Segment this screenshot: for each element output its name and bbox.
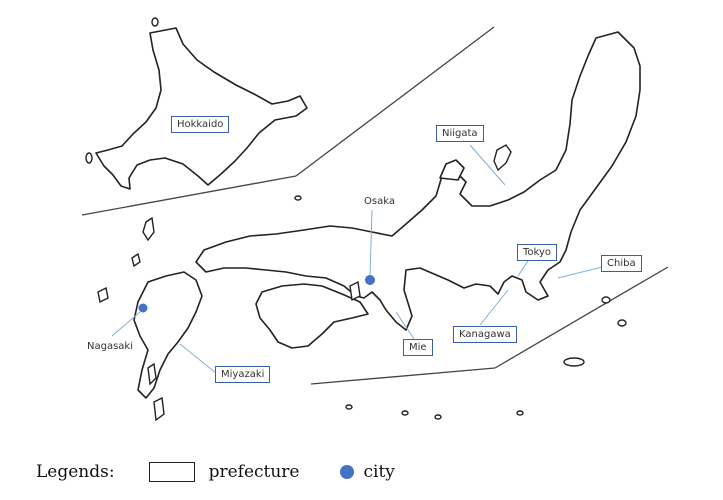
goto-islands [97, 286, 109, 304]
small-island-5 [294, 195, 302, 201]
inset-divider-south-diagonal [494, 266, 669, 369]
label-niigata: Niigata [436, 125, 484, 142]
label-mie: Mie [403, 339, 433, 356]
small-island-3 [434, 414, 442, 420]
inset-divider-south [310, 367, 496, 385]
leader-nagasaki [111, 311, 141, 337]
legend-prefecture-swatch [148, 462, 195, 482]
label-hokkaido: Hokkaido [171, 116, 230, 133]
inset-divider-north [81, 175, 297, 216]
label-kanagawa: Kanagawa [453, 326, 517, 343]
koshiki-island [147, 362, 157, 386]
honshu-landmass [195, 31, 641, 331]
shikoku-landmass [255, 283, 369, 349]
leader-niigata [469, 144, 506, 186]
city-marker-nagasaki [138, 303, 148, 313]
inset-divider-north-diagonal [295, 26, 495, 177]
small-island-2 [401, 410, 409, 416]
kyushu-landmass [133, 271, 203, 399]
label-tokyo: Tokyo [517, 244, 557, 261]
label-chiba: Chiba [601, 255, 642, 272]
hokkaido-landmass [95, 27, 308, 190]
leader-kanagawa [479, 289, 509, 326]
legend: Legends: prefecture city [36, 458, 395, 486]
legend-city-label: city [363, 462, 395, 482]
okushiri-island [85, 152, 93, 164]
izu-island-2 [601, 296, 611, 304]
legend-title: Legends: [36, 462, 115, 482]
izu-island-1 [563, 357, 585, 367]
legend-city-swatch [339, 465, 354, 479]
rishiri-island [151, 17, 159, 27]
izu-island-3 [617, 319, 627, 327]
iki-island [131, 252, 141, 268]
tsushima-island [142, 216, 155, 242]
small-island-4 [516, 410, 524, 416]
leader-mie [395, 311, 415, 340]
label-miyazaki: Miyazaki [215, 366, 271, 383]
city-marker-osaka [365, 275, 375, 285]
tanegashima-island [153, 396, 165, 422]
label-nagasaki: Nagasaki [87, 341, 133, 352]
leader-tokyo [517, 257, 531, 277]
leader-miyazaki [179, 343, 217, 374]
leader-osaka [369, 209, 373, 278]
awaji-island [349, 280, 361, 302]
sado-island [493, 144, 512, 172]
leader-chiba [557, 266, 603, 279]
noto-peninsula [439, 159, 465, 181]
legend-prefecture-label: prefecture [208, 462, 300, 482]
small-island-1 [345, 404, 353, 410]
label-osaka: Osaka [364, 196, 395, 207]
